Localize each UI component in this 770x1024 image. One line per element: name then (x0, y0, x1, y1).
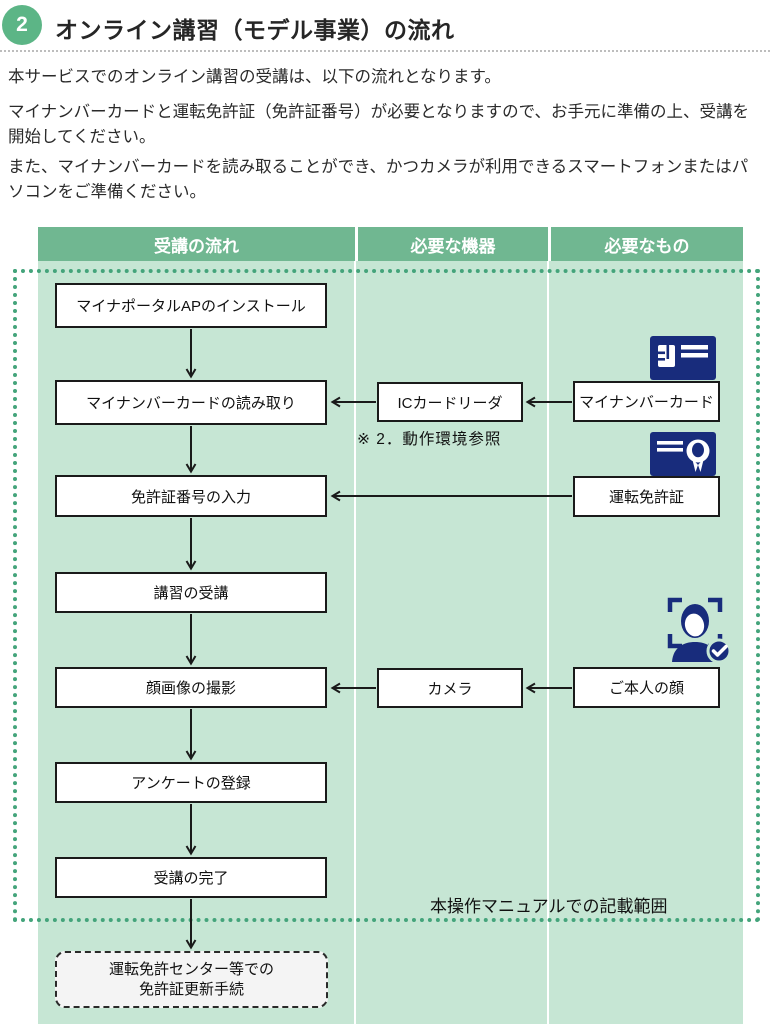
column-divider-1 (354, 261, 356, 1024)
flow-step-license-number: 免許証番号の入力 (55, 475, 327, 517)
license-card-icon (650, 432, 716, 476)
item-drivers-license: 運転免許証 (573, 476, 720, 517)
section-number-badge: 2 (2, 5, 42, 45)
flow-step-survey: アンケートの登録 (55, 762, 327, 803)
table-header: 受講の流れ 必要な機器 必要なもの (38, 227, 743, 261)
flow-step-face-photo: 顔画像の撮影 (55, 667, 327, 708)
equipment-camera: カメラ (377, 668, 523, 708)
mynumber-card-icon (650, 336, 716, 380)
title-separator (0, 50, 770, 52)
flow-step-card-read: マイナンバーカードの読み取り (55, 380, 327, 425)
flow-step-install: マイナポータルAPのインストール (55, 283, 327, 328)
column-header-equipment: 必要な機器 (355, 227, 548, 261)
page-title: オンライン講習（モデル事業）の流れ (55, 17, 455, 43)
flow-step-license-renewal: 運転免許センター等での 免許証更新手続 (55, 951, 328, 1008)
scope-dotted-frame (13, 269, 760, 922)
license-renewal-line2: 免許証更新手続 (138, 980, 244, 998)
flow-step-complete: 受講の完了 (55, 857, 327, 898)
license-renewal-line1: 運転免許センター等での (108, 960, 274, 978)
equipment-ic-card-reader: ICカードリーダ (377, 382, 523, 422)
column-header-items: 必要なもの (548, 227, 743, 261)
column-header-flow: 受講の流れ (154, 236, 239, 256)
item-mynumber-card: マイナンバーカード (573, 381, 720, 422)
column-divider-2 (547, 261, 549, 1024)
flow-step-take-course: 講習の受講 (55, 572, 327, 613)
intro-paragraph-1: 本サービスでのオンライン講習の受講は、以下の流れとなります。 (8, 68, 501, 86)
item-own-face: ご本人の顔 (573, 667, 720, 708)
intro-paragraph-3: また、マイナンバーカードを読み取ることができ、かつカメラが利用できるスマートフォ… (8, 158, 749, 201)
scope-note: 本操作マニュアルでの記載範囲 (430, 897, 668, 916)
ic-reader-note: ※ 2．動作環境参照 (357, 431, 502, 448)
intro-paragraph-2: マイナンバーカードと運転免許証（免許証番号）が必要となりますので、お手元に準備の… (8, 103, 750, 146)
face-recognition-icon (662, 594, 734, 664)
